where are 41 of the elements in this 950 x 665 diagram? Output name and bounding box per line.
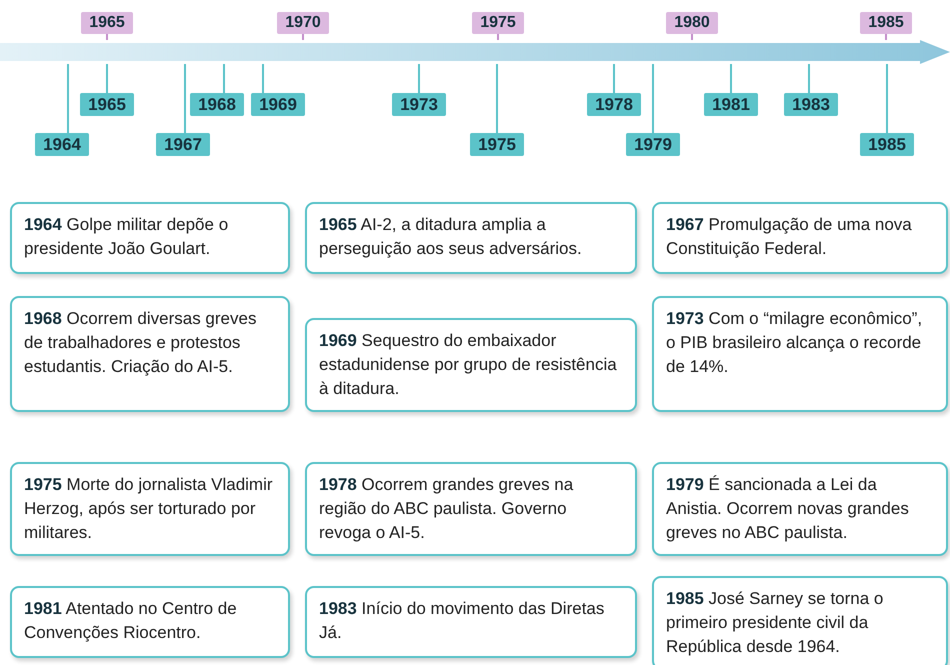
event-card: 1981 Atentado no Centro de Convenções Riocentro. bbox=[10, 586, 290, 658]
year-tag: 1981 bbox=[704, 93, 758, 116]
leader-line bbox=[106, 64, 108, 93]
event-card: 1978 Ocorrem grandes greves na região do ABC paulista. Governo revoga o AI-5. bbox=[305, 462, 637, 556]
leader-line bbox=[652, 64, 654, 133]
event-card: 1973 Com o “milagre econômico”, o PIB brasileiro alcança o recorde de 14%. bbox=[652, 296, 948, 412]
year-tag: 1965 bbox=[80, 93, 134, 116]
year-tick-label: 1980 bbox=[666, 12, 718, 34]
event-card: 1979 É sancionada a Lei da Anistia. Ocorrem novas grandes greves no ABC paulista. bbox=[652, 462, 948, 556]
year-tag: 1983 bbox=[784, 93, 838, 116]
event-card: 1983 Início do movimento das Diretas Já. bbox=[305, 586, 637, 658]
leader-line bbox=[613, 64, 615, 93]
year-tag: 1978 bbox=[587, 93, 641, 116]
year-tick-label: 1970 bbox=[277, 12, 329, 34]
leader-line bbox=[808, 64, 810, 93]
year-tick-label: 1965 bbox=[81, 12, 133, 34]
event-card: 1969 Sequestro do embaixador estadunidense por grupo de resistência à ditadura. bbox=[305, 318, 637, 412]
event-card: 1965 AI-2, a ditadura amplia a perseguição aos seus adversários. bbox=[305, 202, 637, 274]
leader-line bbox=[496, 64, 498, 133]
leader-line bbox=[67, 64, 69, 133]
year-tick-label: 1975 bbox=[472, 12, 524, 34]
event-card: 1964 Golpe militar depõe o presidente João Goulart. bbox=[10, 202, 290, 274]
year-tag: 1964 bbox=[35, 133, 89, 156]
event-card: 1985 José Sarney se torna o primeiro presidente civil da República desde 1964. bbox=[652, 576, 948, 665]
year-tag: 1973 bbox=[392, 93, 446, 116]
year-tag: 1979 bbox=[626, 133, 680, 156]
year-tag: 1985 bbox=[860, 133, 914, 156]
year-tag: 1975 bbox=[470, 133, 524, 156]
year-tag: 1967 bbox=[156, 133, 210, 156]
year-tick-label: 1985 bbox=[860, 12, 912, 34]
leader-line bbox=[418, 64, 420, 93]
year-tag: 1969 bbox=[251, 93, 305, 116]
leader-line bbox=[184, 64, 186, 133]
event-card: 1967 Promulgação de uma nova Constituição Federal. bbox=[652, 202, 948, 274]
event-card: 1975 Morte do jornalista Vladimir Herzog, após ser torturado por militares. bbox=[10, 462, 290, 556]
year-tag: 1968 bbox=[190, 93, 244, 116]
leader-line bbox=[223, 64, 225, 93]
leader-line bbox=[262, 64, 264, 93]
leader-line bbox=[886, 64, 888, 133]
leader-line bbox=[730, 64, 732, 93]
event-card: 1968 Ocorrem diversas greves de trabalhadores e protestos estudantis. Criação do AI-5. bbox=[10, 296, 290, 412]
